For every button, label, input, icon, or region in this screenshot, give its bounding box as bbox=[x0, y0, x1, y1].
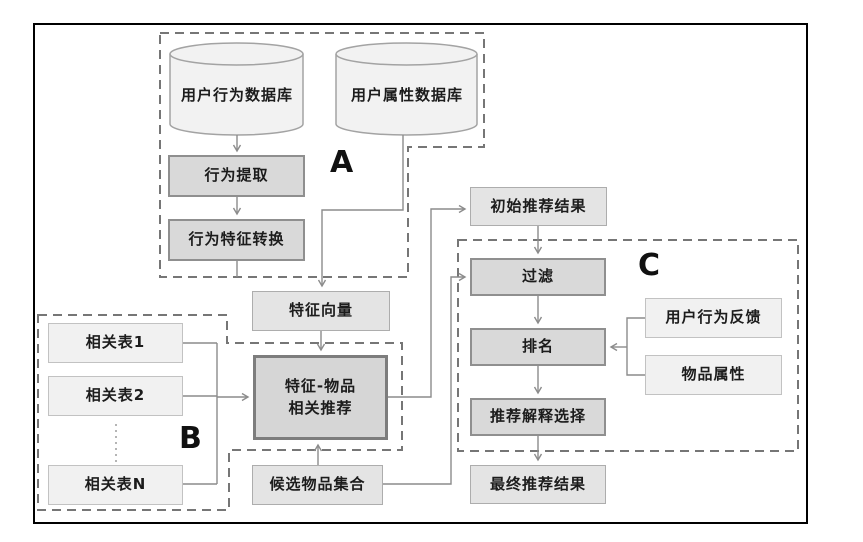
region-b-label: B bbox=[179, 421, 202, 456]
node-behavior-extract: 行为提取 bbox=[168, 155, 305, 197]
node-final-result: 最终推荐结果 bbox=[470, 465, 606, 504]
node-behavior-feature-convert: 行为特征转换 bbox=[168, 219, 305, 261]
node-feedback: 用户行为反馈 bbox=[645, 298, 782, 338]
node-filter: 过滤 bbox=[470, 258, 606, 296]
connector-candidate-filter bbox=[383, 272, 467, 485]
node-feature-item-rec: 特征-物品 相关推荐 bbox=[253, 355, 388, 440]
connector-rec-initialresult bbox=[388, 204, 467, 398]
db-attribute-cylinder bbox=[335, 42, 478, 136]
connector-feedback-merge bbox=[626, 317, 645, 376]
node-table-n: 相关表N bbox=[48, 465, 183, 505]
node-feature-vector: 特征向量 bbox=[252, 291, 390, 331]
node-initial-result: 初始推荐结果 bbox=[470, 187, 607, 226]
node-item-attr: 物品属性 bbox=[645, 355, 782, 395]
region-b-outline bbox=[37, 314, 403, 511]
node-explain-select: 推荐解释选择 bbox=[470, 398, 606, 436]
node-db-behavior: 用户行为数据库 bbox=[180, 85, 293, 104]
region-c-label: C bbox=[638, 248, 661, 283]
node-table-1: 相关表1 bbox=[48, 323, 183, 363]
region-a-outline bbox=[159, 32, 485, 278]
region-a-label: A bbox=[330, 145, 354, 180]
db-behavior-cylinder bbox=[169, 42, 304, 136]
node-db-attribute: 用户属性数据库 bbox=[350, 85, 463, 104]
node-ranking: 排名 bbox=[470, 328, 606, 366]
region-c-outline bbox=[457, 239, 799, 452]
connector-dbattr-featurevector bbox=[317, 135, 404, 288]
node-table-2: 相关表2 bbox=[48, 376, 183, 416]
node-candidate-set: 候选物品集合 bbox=[252, 465, 383, 505]
